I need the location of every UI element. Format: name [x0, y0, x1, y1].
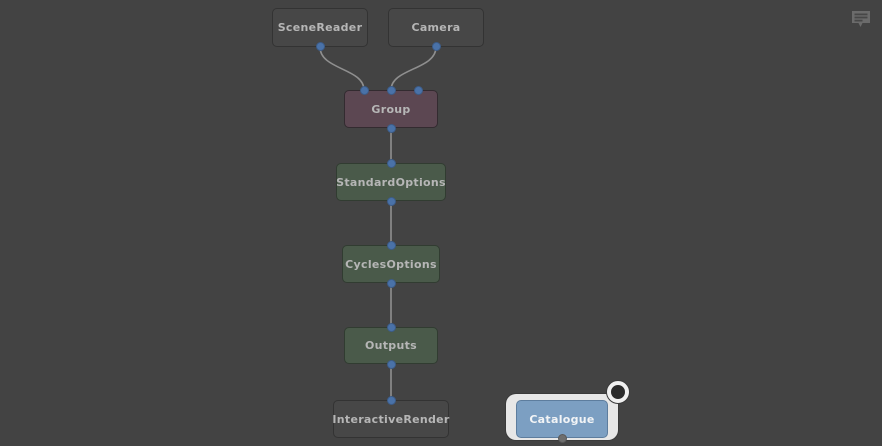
plug-group-in-1[interactable] [359, 85, 369, 95]
plug-scene-reader-out[interactable] [315, 41, 325, 51]
plug-outputs-in[interactable] [386, 322, 396, 332]
node-outputs[interactable]: Outputs [344, 327, 438, 364]
node-interactive-render[interactable]: InteractiveRender [332, 400, 450, 438]
output-badge-icon[interactable] [607, 381, 629, 403]
node-label-group: Group [371, 102, 411, 116]
plug-interactive-render-in[interactable] [386, 395, 396, 405]
node-label-interactive-render: InteractiveRender [332, 412, 450, 426]
plug-cycles-options-in[interactable] [386, 240, 396, 250]
node-label-cycles-options: CyclesOptions [345, 257, 437, 271]
plug-standard-options-out[interactable] [386, 196, 396, 206]
annotation-bubble-icon[interactable] [850, 8, 872, 30]
node-standard-options[interactable]: StandardOptions [336, 163, 446, 201]
edge-camera-group[interactable] [390, 46, 437, 91]
node-label-standard-options: StandardOptions [336, 175, 446, 189]
node-label-outputs: Outputs [364, 339, 418, 352]
plug-catalogue-out[interactable] [557, 433, 567, 443]
plug-camera-out[interactable] [431, 41, 441, 51]
node-group[interactable]: Group [344, 90, 438, 128]
node-label-scene-reader: SceneReader [277, 21, 363, 34]
plug-cycles-options-out[interactable] [386, 278, 396, 288]
plug-standard-options-in[interactable] [386, 158, 396, 168]
plug-group-out[interactable] [386, 123, 396, 133]
node-cycles-options[interactable]: CyclesOptions [342, 245, 440, 283]
plug-group-in-2[interactable] [386, 85, 396, 95]
plug-group-in-3[interactable] [413, 85, 423, 95]
edge-scenereader-group[interactable] [319, 46, 365, 91]
node-catalogue[interactable]: Catalogue [516, 400, 608, 438]
node-label-catalogue: Catalogue [529, 412, 595, 426]
node-label-camera: Camera [411, 21, 461, 34]
plug-outputs-out[interactable] [386, 359, 396, 369]
